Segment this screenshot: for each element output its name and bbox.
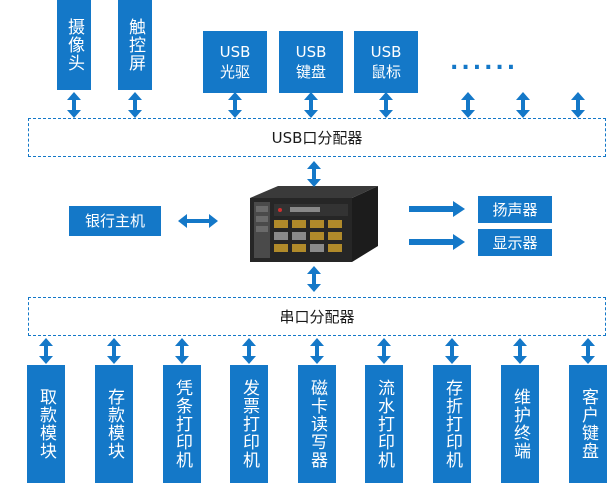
usb-mouse-line2: 鼠标 bbox=[370, 63, 401, 81]
receipt-printer-label: 凭条打印机 bbox=[172, 379, 192, 469]
customer-keyboard-box: 客户键盘 bbox=[569, 365, 607, 483]
invoice-printer-label: 发票打印机 bbox=[239, 379, 259, 469]
withdraw-module-box: 取款模块 bbox=[27, 365, 65, 483]
serial-distributor-bar: 串口分配器 bbox=[28, 297, 606, 336]
display-box: 显示器 bbox=[478, 229, 552, 256]
card-reader-box: 磁卡读写器 bbox=[298, 365, 336, 483]
bank-host-label: 银行主机 bbox=[84, 212, 145, 230]
bank-host-box: 银行主机 bbox=[69, 206, 161, 236]
usb-cdrom-line2: 光驱 bbox=[219, 63, 250, 81]
speaker-label: 扬声器 bbox=[492, 200, 538, 219]
usb-distributor-bar: USB口分配器 bbox=[28, 118, 606, 157]
deposit-module-box: 存款模块 bbox=[95, 365, 133, 483]
usb-keyboard-line2: 键盘 bbox=[295, 63, 326, 81]
serial-distributor-label: 串口分配器 bbox=[279, 308, 355, 326]
withdraw-module-label: 取款模块 bbox=[36, 388, 56, 460]
usb-cdrom-box: USB 光驱 bbox=[203, 31, 267, 93]
journal-printer-box: 流水打印机 bbox=[365, 365, 403, 483]
usb-mouse-line1: USB bbox=[370, 43, 402, 61]
touchscreen-box: 触控屏 bbox=[118, 0, 152, 90]
display-label: 显示器 bbox=[492, 233, 538, 252]
usb-keyboard-box: USB 键盘 bbox=[279, 31, 343, 93]
passbook-printer-box: 存折打印机 bbox=[433, 365, 471, 483]
maintenance-terminal-label: 维护终端 bbox=[510, 388, 530, 460]
usb-cdrom-line1: USB bbox=[219, 43, 251, 61]
touchscreen-label: 触控屏 bbox=[125, 18, 145, 72]
invoice-printer-box: 发票打印机 bbox=[230, 365, 268, 483]
maintenance-terminal-box: 维护终端 bbox=[501, 365, 539, 483]
usb-mouse-box: USB 鼠标 bbox=[354, 31, 418, 93]
speaker-box: 扬声器 bbox=[478, 196, 552, 223]
usb-keyboard-line1: USB bbox=[295, 43, 327, 61]
deposit-module-label: 存款模块 bbox=[104, 388, 124, 460]
usb-distributor-label: USB口分配器 bbox=[271, 129, 363, 147]
camera-label: 摄像头 bbox=[64, 18, 84, 72]
receipt-printer-box: 凭条打印机 bbox=[163, 365, 201, 483]
passbook-printer-label: 存折打印机 bbox=[442, 379, 462, 469]
industrial-pc-image bbox=[250, 186, 378, 262]
customer-keyboard-label: 客户键盘 bbox=[578, 388, 598, 460]
card-reader-label: 磁卡读写器 bbox=[307, 379, 327, 469]
journal-printer-label: 流水打印机 bbox=[374, 379, 394, 469]
camera-box: 摄像头 bbox=[57, 0, 91, 90]
